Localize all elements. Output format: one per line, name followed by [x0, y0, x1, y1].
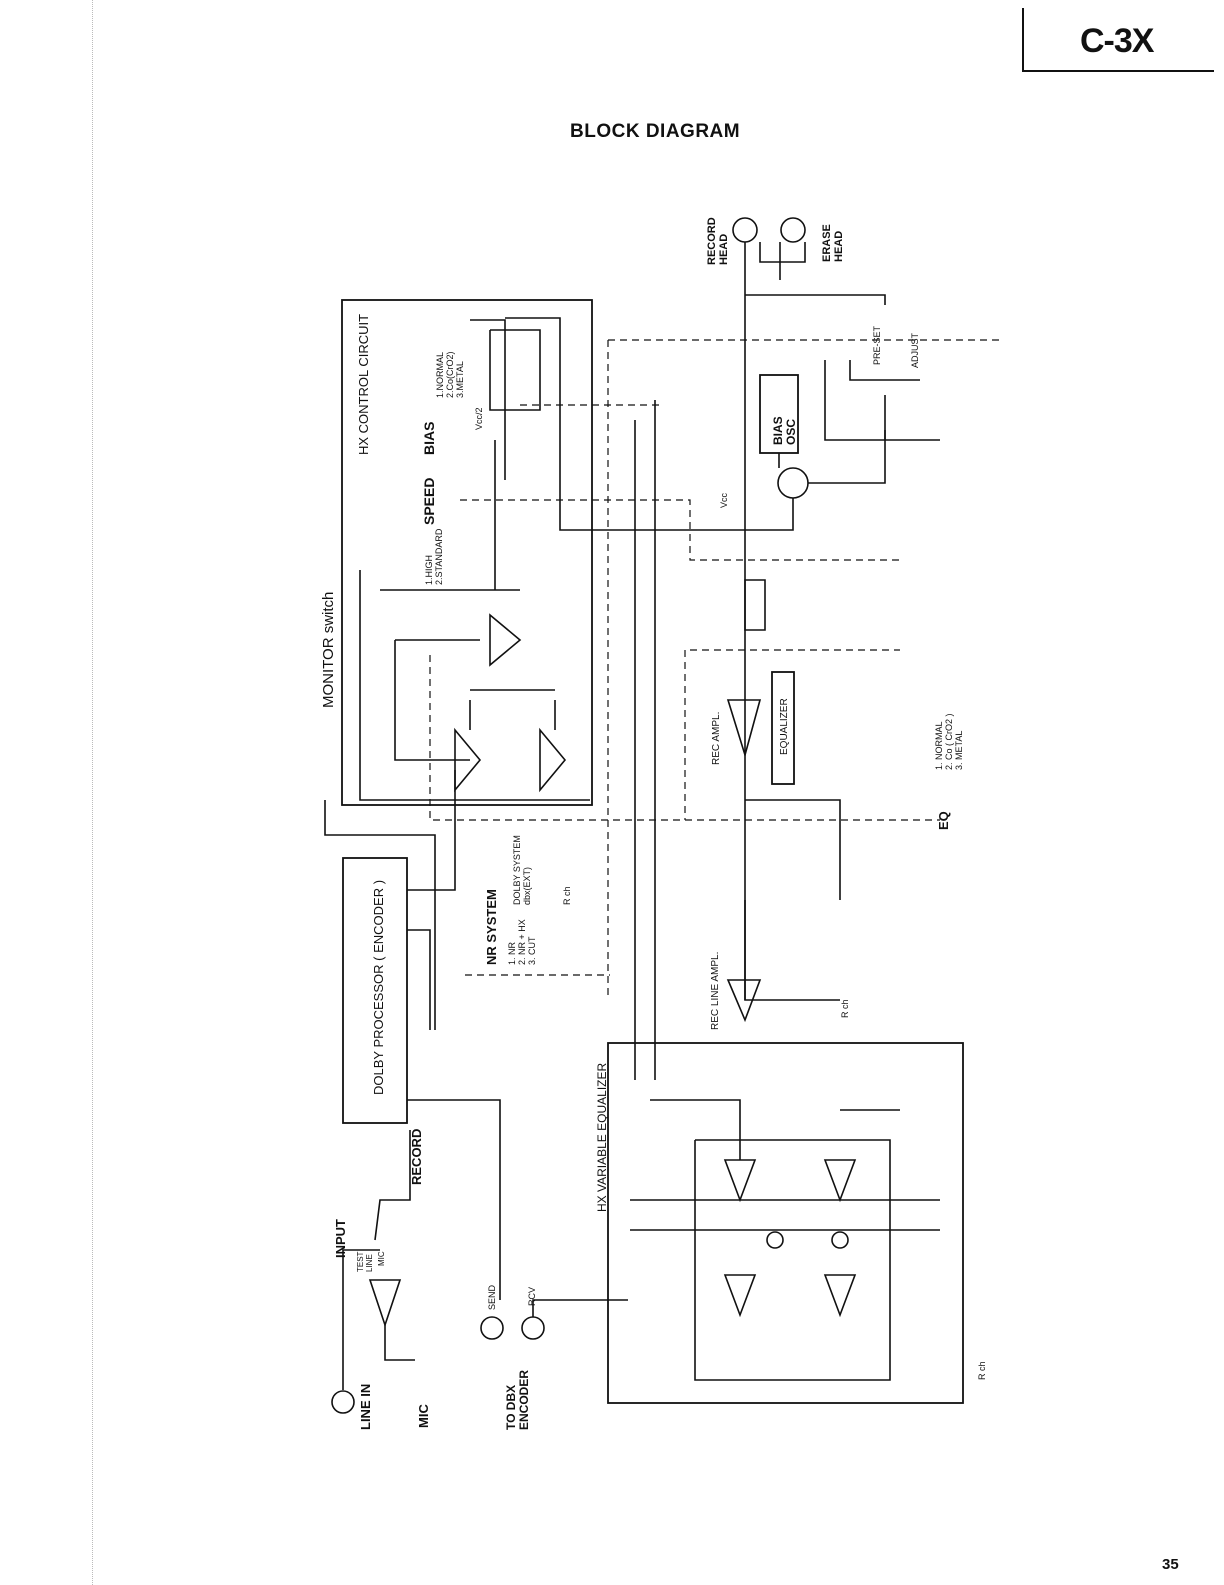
hx-opamp-2-3	[454, 727, 567, 793]
eq-label: EQ	[936, 811, 951, 830]
hx-eq-amps	[723, 1159, 857, 1203]
bias-transistor-icon	[777, 467, 809, 499]
dolby-processor-box	[342, 857, 408, 1124]
hx-eq-vca	[723, 1274, 857, 1318]
monitor-switch-label: MONITOR switch	[320, 592, 337, 708]
mic-select-label: MIC	[377, 1251, 386, 1266]
input-wiring	[342, 1130, 628, 1390]
binding-margin	[0, 0, 93, 1585]
hx-variable-eq-box	[607, 1042, 964, 1404]
mic-label: MIC	[416, 1404, 431, 1428]
to-dbx-label: TO DBXENCODER	[504, 1370, 531, 1430]
vcc2-label: Vcc/2	[474, 407, 484, 430]
line-in-label: LINE IN	[358, 1384, 373, 1430]
hx-control-wiring	[359, 319, 590, 801]
bias-label: BIAS	[421, 422, 437, 455]
rch-label-bottom: R ch	[977, 1361, 987, 1380]
send-label: SEND	[487, 1284, 497, 1310]
rch-label-line: R ch	[840, 999, 850, 1018]
bias-options: 1.NORMAL2.Co(CrO2)3.METAL	[435, 351, 465, 398]
rcv-jack-icon	[521, 1316, 545, 1340]
equalizer-box	[771, 671, 795, 785]
hx-opamp-1	[489, 613, 522, 667]
eq-network-wiring	[744, 799, 841, 1001]
model-number: C-3X	[1080, 22, 1154, 60]
send-jack-icon	[480, 1316, 504, 1340]
rec-tank-circuit	[744, 579, 766, 631]
rec-ampl-label: REC AMPL.	[711, 712, 722, 765]
hx-eq-wiring	[630, 1099, 940, 1381]
hx-to-eq-wiring	[634, 400, 656, 1080]
bias-wiring	[505, 317, 886, 531]
rec-amp-symbol	[726, 699, 762, 758]
test-label: TEST	[356, 1251, 365, 1272]
pre-set-label: PRE-SET	[872, 325, 882, 365]
nr-system-label: NR SYSTEM	[484, 889, 499, 965]
hx-control-label: HX CONTROL CIRCUIT	[356, 314, 371, 455]
dolby-system-label: DOLBY SYSTEMdbx(EXT)	[512, 835, 532, 905]
line-in-jack-icon	[331, 1390, 355, 1414]
dolby-signal-wiring	[324, 770, 501, 1300]
rec-line-ampl-label: REC LINE AMPL.	[710, 952, 721, 1030]
hx-current-source-1	[766, 1231, 784, 1249]
speed-label: SPEED	[421, 478, 437, 525]
equalizer-label: EQUALIZER	[779, 698, 790, 755]
control-dashed-lines	[429, 339, 1000, 1000]
preset-wiring	[824, 360, 940, 441]
head-wiring	[744, 242, 886, 1000]
page-number: 35	[1162, 1556, 1179, 1573]
bias-osc-label: BIASOSC	[771, 416, 798, 445]
erase-head-label: ERASEHEAD	[821, 224, 845, 262]
diagram-title: BLOCK DIAGRAM	[570, 121, 741, 142]
nr-options: 1. NR2. NR + HX3. CUT	[507, 919, 537, 965]
line-label: LINE	[365, 1254, 374, 1272]
hx-var-eq-label: HX VARIABLE EQUALIZER	[595, 1063, 609, 1212]
model-box	[1022, 8, 1214, 72]
eq-options: 1. NORMAL2. Co ( CrO2 )3. METAL	[934, 713, 964, 770]
rcv-label: RCV	[527, 1287, 537, 1306]
mic-amp-symbol	[368, 1279, 402, 1328]
record-label: RECORD	[409, 1129, 424, 1185]
input-label: INPUT	[333, 1219, 348, 1258]
hx-control-box	[341, 299, 593, 806]
rec-line-amp-symbol	[726, 979, 762, 1023]
speed-options: 1.HIGH2.STANDARD	[424, 528, 444, 585]
hx-detector-wiring	[394, 639, 556, 761]
erase-head-symbol	[780, 217, 806, 243]
vcc-label: Vcc	[719, 492, 729, 508]
record-head-symbol	[732, 217, 758, 243]
dolby-processor-label: DOLBY PROCESSOR ( ENCODER )	[371, 880, 386, 1095]
adjust-label: ADJUST	[910, 332, 920, 368]
record-head-label: RECORDHEAD	[706, 217, 730, 265]
rch-label-hx: R ch	[562, 886, 572, 905]
hx-current-source-2	[831, 1231, 849, 1249]
